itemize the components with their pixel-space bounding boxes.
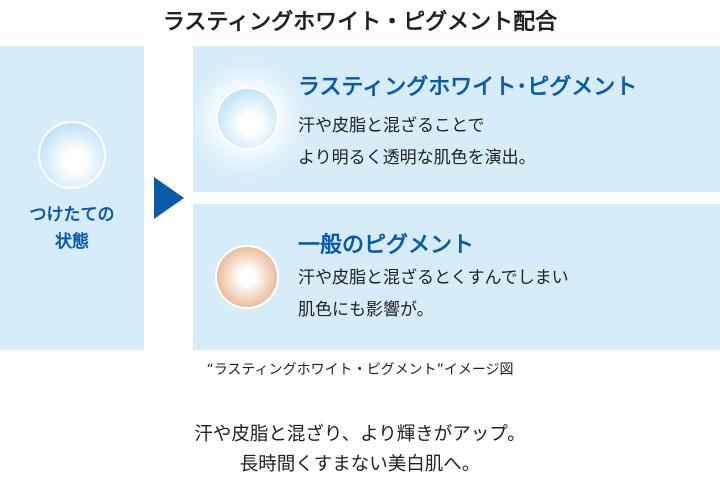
lasting-white-heading: ラスティングホワイト･ピグメント [298,75,638,100]
desc-line1: 汗や皮脂と混ざるとくすんでしまい [298,268,569,288]
footer-line1: 汗や皮脂と混ざり、より輝きがアップ。 [194,424,526,445]
footer-line2: 長時間くすまない美白肌へ。 [239,454,481,475]
footer-text: 汗や皮脂と混ざり、より輝きがアップ。 長時間くすまない美白肌へ。 [0,420,720,480]
general-pigment-description: 汗や皮脂と混ざるとくすんでしまい 肌色にも影響が。 [298,262,569,326]
title: ラスティングホワイト・ピグメント配合 [162,10,558,35]
label-line1: つけたての [29,205,115,225]
initial-pigment-circle [38,121,106,189]
lasting-white-panel [193,46,720,192]
general-pigment-circle [215,245,279,309]
initial-state-label: つけたての 状態 [0,202,144,256]
initial-state-panel [0,46,144,350]
label-line2: 状態 [55,232,89,252]
arrow-right-icon [154,177,184,219]
caption: “ラスティングホワイト・ピグメント”イメージ図 [206,362,514,378]
desc-line2: より明るく透明な肌色を演出。 [298,148,536,168]
general-pigment-panel [193,204,720,350]
desc-line2: 肌色にも影響が。 [298,300,434,320]
lasting-white-circle [216,87,279,150]
general-pigment-heading: 一般のピグメント [298,233,475,258]
desc-line1: 汗や皮脂と混ざることで [298,116,485,136]
lasting-white-description: 汗や皮脂と混ざることで より明るく透明な肌色を演出。 [298,110,536,174]
